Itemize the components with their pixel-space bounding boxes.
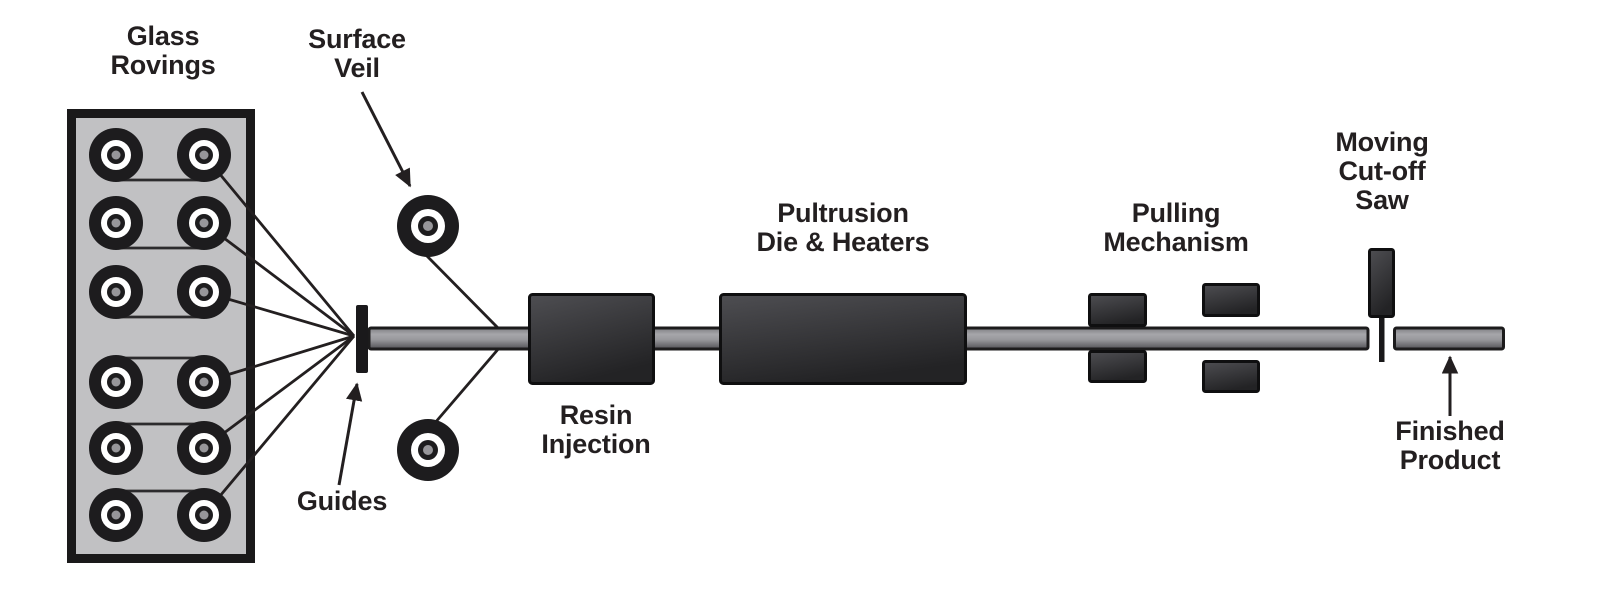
roving-spool (177, 488, 231, 542)
pultrusion-die-box (719, 293, 967, 385)
label-pulling-mechanism: Pulling Mechanism (1103, 199, 1248, 257)
roving-spool (177, 196, 231, 250)
label-surface-veil-line1: Surface (308, 24, 406, 54)
roving-spool (89, 421, 143, 475)
label-finished-product: Finished Product (1395, 416, 1505, 475)
label-resin-injection: Resin Injection (541, 401, 650, 459)
roving-spool (177, 265, 231, 319)
label-glass-rovings: Glass Rovings (110, 22, 215, 80)
roving-spool (89, 265, 143, 319)
label-surface-veil-line2: Veil (334, 53, 380, 83)
saw-blade (1379, 316, 1385, 362)
finished-product-segment (1393, 326, 1505, 351)
pulling-block-lower-left (1088, 350, 1147, 383)
pulling-block-upper-left (1088, 293, 1147, 327)
label-glass-rovings-line1: Glass (126, 21, 200, 51)
roving-spool (177, 128, 231, 182)
label-pulling-mechanism-line1: Pulling (1131, 198, 1221, 228)
roving-spool (89, 128, 143, 182)
callout-arrows (337, 91, 1459, 486)
label-moving-cutoff-saw-line1: Moving (1335, 127, 1429, 157)
guides-arrow (337, 382, 363, 486)
label-pultrusion-die: Pultrusion Die & Heaters (757, 199, 930, 257)
label-moving-cutoff-saw-line3: Saw (1355, 185, 1409, 215)
label-pultrusion-die-line2: Die & Heaters (756, 227, 930, 257)
surface-veil-spool-bottom (397, 419, 459, 481)
roving-spool (89, 488, 143, 542)
creel-box (67, 109, 255, 563)
surface-veil-spool-top (397, 195, 459, 257)
label-guides-line1: Guides (296, 486, 388, 516)
glass-rovings-creel (67, 109, 356, 563)
roving-spool (177, 355, 231, 409)
surface-veil-arrow (360, 91, 412, 188)
label-moving-cutoff-saw: Moving Cut-off Saw (1335, 128, 1428, 215)
surface-veil-strands (424, 253, 502, 425)
label-surface-veil: Surface Veil (308, 25, 406, 83)
resin-injection-box (528, 293, 655, 385)
pulling-block-upper-right (1202, 283, 1260, 317)
label-moving-cutoff-saw-line2: Cut-off (1338, 156, 1426, 186)
moving-cutoff-saw (1368, 248, 1395, 362)
label-finished-product-line1: Finished (1395, 416, 1505, 446)
label-pultrusion-die-line1: Pultrusion (777, 198, 909, 228)
roving-spool (89, 355, 143, 409)
label-finished-product-line2: Product (1399, 445, 1501, 475)
label-guides: Guides (296, 486, 388, 516)
roving-spool (89, 196, 143, 250)
pulling-block-lower-right (1202, 360, 1260, 393)
saw-body (1368, 248, 1395, 318)
guide-plate (356, 305, 368, 373)
label-pulling-mechanism-line2: Mechanism (1103, 227, 1249, 257)
label-glass-rovings-line2: Rovings (110, 50, 216, 80)
label-resin-injection-line2: Injection (541, 429, 651, 459)
label-resin-injection-line1: Resin (559, 400, 633, 430)
pulling-mechanism-blocks (1088, 283, 1260, 393)
roving-spool (177, 421, 231, 475)
